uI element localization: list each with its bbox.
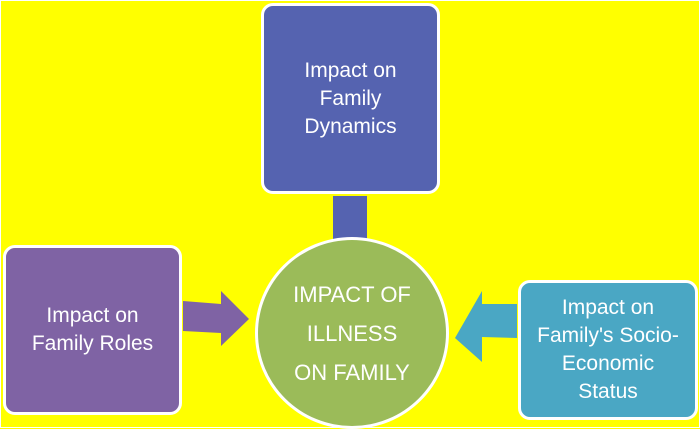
center-label: IMPACT OF ILLNESS ON FAMILY xyxy=(293,281,411,385)
center-node-impact-of-illness: IMPACT OF ILLNESS ON FAMILY xyxy=(255,237,449,429)
node-label: Impact on Family's Socio- Economic Statu… xyxy=(537,296,679,403)
node-label: Impact on Family Roles xyxy=(31,304,154,355)
node-label: Impact on Family Dynamics xyxy=(304,58,397,138)
node-socio-economic-status: Impact on Family's Socio- Economic Statu… xyxy=(518,280,698,420)
node-family-dynamics: Impact on Family Dynamics xyxy=(261,3,440,194)
node-family-roles: Impact on Family Roles xyxy=(3,245,182,415)
arrow-left-from-socio-economic xyxy=(455,291,517,362)
arrow-right-from-family-roles xyxy=(183,291,249,346)
